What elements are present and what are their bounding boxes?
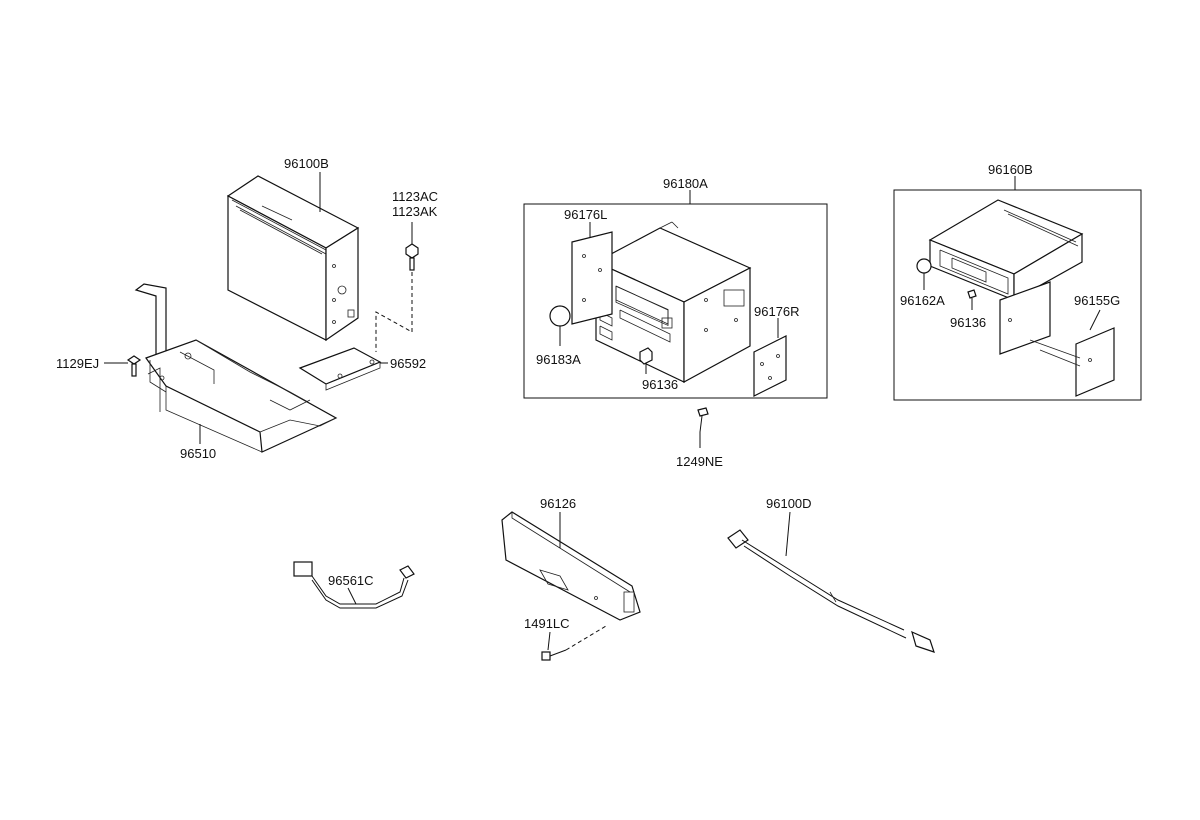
dashed-guide-1123 bbox=[375, 272, 413, 352]
label-96510: 96510 bbox=[180, 446, 216, 461]
label-1123AK: 1123AK bbox=[392, 204, 438, 219]
bracket-96155G bbox=[999, 281, 1115, 397]
knob-96162A bbox=[916, 258, 932, 274]
group-box-96160B bbox=[893, 189, 1142, 401]
dashed-guide-1491LC bbox=[565, 625, 607, 651]
label-96100D: 96100D bbox=[766, 496, 812, 511]
label-96561C: 96561C bbox=[328, 573, 374, 588]
label-96180A: 96180A bbox=[663, 176, 708, 191]
label-96183A: 96183A bbox=[536, 352, 581, 367]
label-1249NE: 1249NE bbox=[676, 454, 723, 469]
leader-96155G bbox=[1089, 309, 1101, 331]
knob-96183A bbox=[549, 305, 571, 327]
label-1129EJ: 1129EJ bbox=[56, 356, 99, 371]
label-96162A: 96162A bbox=[900, 293, 945, 308]
cd-changer-unit bbox=[226, 175, 360, 342]
screw-1249NE bbox=[697, 407, 709, 433]
bolt-1129EJ bbox=[126, 355, 142, 377]
leader-96100D bbox=[785, 511, 791, 557]
bracket-96592 bbox=[298, 347, 382, 391]
bracket-96176R bbox=[753, 335, 787, 397]
label-96100B: 96100B bbox=[284, 156, 329, 171]
label-96176R: 96176R bbox=[754, 304, 800, 319]
label-1491LC: 1491LC bbox=[524, 616, 570, 631]
label-96592: 96592 bbox=[390, 356, 426, 371]
panel-96126 bbox=[501, 511, 641, 621]
radio-unit-96160B bbox=[928, 199, 1084, 302]
cable-96100D bbox=[727, 529, 935, 653]
label-96176L: 96176L bbox=[564, 207, 607, 222]
bolt-1491LC bbox=[541, 649, 567, 661]
bracket-96176L bbox=[571, 231, 613, 325]
bracket-96510 bbox=[134, 283, 338, 453]
leader-96561C bbox=[347, 587, 357, 605]
radio-unit-96180A bbox=[594, 221, 752, 384]
bolt-1123 bbox=[405, 243, 419, 271]
leader-1491LC bbox=[547, 631, 551, 651]
label-96136-a: 96136 bbox=[642, 377, 678, 392]
label-96136-b: 96136 bbox=[950, 315, 986, 330]
knob-96136-b bbox=[967, 289, 977, 299]
group-box-96180A bbox=[523, 203, 828, 399]
knob-96136-a bbox=[639, 347, 653, 365]
label-96160B: 96160B bbox=[988, 162, 1033, 177]
label-96126: 96126 bbox=[540, 496, 576, 511]
label-96155G: 96155G bbox=[1074, 293, 1120, 308]
label-1123AC: 1123AC bbox=[392, 189, 438, 204]
wire-96561C bbox=[293, 561, 415, 609]
